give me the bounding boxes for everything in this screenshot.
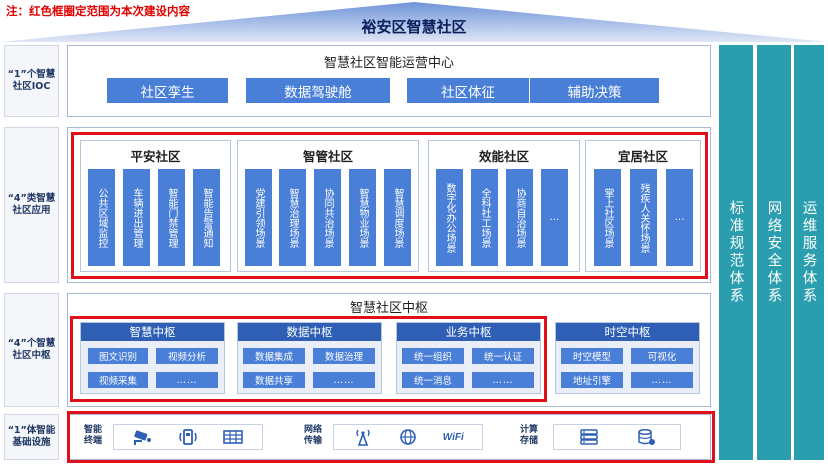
hub-chip[interactable]: 图文识别 <box>88 348 148 364</box>
hub-title: 智慧中枢 <box>81 323 224 341</box>
infra-label-network: 网络传输 <box>303 425 322 446</box>
scope-note: 注：红色框圈定范围为本次建设内容 <box>6 4 190 18</box>
standards-system-bar: 标准规范体系 <box>719 45 753 460</box>
hub-chip[interactable]: 数据治理 <box>313 348 375 364</box>
app-group-livable: 宜居社区 掌上社区场景 残疾人关怀场景 … <box>585 140 701 272</box>
app-item-more[interactable]: … <box>666 169 693 266</box>
app-item[interactable]: 智能告警通知 <box>193 169 220 266</box>
hub-chip-more[interactable]: …… <box>313 372 375 388</box>
app-item[interactable]: 协商自治场景 <box>506 169 533 266</box>
ioc-title: 智慧社区智能运营中心 <box>323 56 454 71</box>
app-item[interactable]: 公共区域监控 <box>88 169 115 266</box>
screen-grid-icon <box>221 427 245 447</box>
side-label-ioc: “1”个智慧社区IOC <box>4 45 59 117</box>
infra-compute-icons <box>553 424 681 450</box>
hub-title: 业务中枢 <box>397 323 540 341</box>
camera-icon <box>131 427 155 447</box>
app-group-title: 平安社区 <box>130 149 181 164</box>
app-item[interactable]: 全科社工场景 <box>471 169 498 266</box>
hub-chip[interactable]: 时空模型 <box>561 348 623 364</box>
infra-network-icons: WiFi <box>333 424 483 450</box>
hub-chip[interactable]: 地址引擎 <box>561 372 623 388</box>
app-item[interactable]: 智慧物业场景 <box>349 169 376 266</box>
app-group-efficiency: 效能社区 数字化办公场景 全科社工场景 协商自治场景 … <box>428 140 580 272</box>
hub-section-title: 智慧社区中枢 <box>349 301 428 316</box>
hub-chip-more[interactable]: …… <box>472 372 534 388</box>
app-group-safe: 平安社区 公共区域监控 车辆进出管理 智能门禁管理 智能告警通知 <box>80 140 231 272</box>
side-label-infra: “1”体智能基础设施 <box>4 414 59 460</box>
app-item-more[interactable]: … <box>541 169 568 266</box>
ioc-button-cockpit[interactable]: 数据驾驶舱 <box>246 78 390 103</box>
side-label-apps: “4”类智慧社区应用 <box>4 127 59 283</box>
card-reader-icon <box>176 427 200 447</box>
app-group-title: 智管社区 <box>302 149 353 164</box>
infra-terminal-icons <box>113 424 263 450</box>
ioc-button-decision[interactable]: 辅助决策 <box>530 78 659 103</box>
globe-icon <box>396 427 420 447</box>
hub-business: 业务中枢 统一组织 统一认证 统一消息 …… <box>396 322 541 394</box>
antenna-icon <box>351 427 375 447</box>
hub-spatiotemporal: 时空中枢 时空模型 可视化 地址引擎 …… <box>555 322 700 394</box>
app-item[interactable]: 协同共治场景 <box>314 169 341 266</box>
database-icon <box>634 427 658 447</box>
hub-chip[interactable]: 数据共享 <box>243 372 305 388</box>
app-item[interactable]: 智慧调度场景 <box>384 169 411 266</box>
roof-banner <box>0 2 828 42</box>
ioc-panel: 智慧社区智能运营中心 社区孪生 数据驾驶舱 社区体征 辅助决策 <box>67 45 711 117</box>
infra-label-terminal: 智能终端 <box>83 425 102 446</box>
hub-chip[interactable]: 数据集成 <box>243 348 305 364</box>
hub-data: 数据中枢 数据集成 数据治理 数据共享 …… <box>237 322 382 394</box>
hub-title: 数据中枢 <box>238 323 381 341</box>
network-security-bar: 网络安全体系 <box>757 45 791 460</box>
hub-chip[interactable]: 统一组织 <box>402 348 464 364</box>
side-label-hubs: “4”个智慧社区中枢 <box>4 293 59 407</box>
hub-chip[interactable]: 视频分析 <box>156 348 218 364</box>
page-title: 裕安区智慧社区 <box>361 18 467 36</box>
app-item[interactable]: 车辆进出管理 <box>123 169 150 266</box>
app-item[interactable]: 智能门禁管理 <box>158 169 185 266</box>
app-item[interactable]: 数字化办公场景 <box>436 169 463 266</box>
hub-intelligence: 智慧中枢 图文识别 视频分析 视频采集 …… <box>80 322 225 394</box>
app-item[interactable]: 智慧治理场景 <box>279 169 306 266</box>
wifi-icon: WiFi <box>442 431 464 443</box>
ioc-button-vitals[interactable]: 社区体征 <box>407 78 529 103</box>
hub-chip[interactable]: 统一消息 <box>402 372 464 388</box>
app-item[interactable]: 掌上社区场景 <box>594 169 621 266</box>
server-icon <box>577 427 601 447</box>
app-group-title: 效能社区 <box>478 149 529 164</box>
hub-chip-more[interactable]: …… <box>631 372 693 388</box>
hub-chip[interactable]: 视频采集 <box>88 372 148 388</box>
app-item[interactable]: 残疾人关怀场景 <box>630 169 657 266</box>
app-group-title: 宜居社区 <box>617 149 668 164</box>
hub-title: 时空中枢 <box>556 323 699 341</box>
hub-chip-more[interactable]: …… <box>156 372 218 388</box>
infra-panel: 智能终端 网络传输 WiFi 计算存储 <box>67 414 711 460</box>
hub-chip[interactable]: 统一认证 <box>472 348 534 364</box>
infra-label-compute: 计算存储 <box>519 425 538 446</box>
hub-chip[interactable]: 可视化 <box>631 348 693 364</box>
app-item[interactable]: 党建引领场景 <box>245 169 272 266</box>
ioc-button-twin[interactable]: 社区孪生 <box>107 78 228 103</box>
operations-service-bar: 运维服务体系 <box>794 45 824 460</box>
app-group-governance: 智管社区 党建引领场景 智慧治理场景 协同共治场景 智慧物业场景 智慧调度场景 <box>237 140 419 272</box>
